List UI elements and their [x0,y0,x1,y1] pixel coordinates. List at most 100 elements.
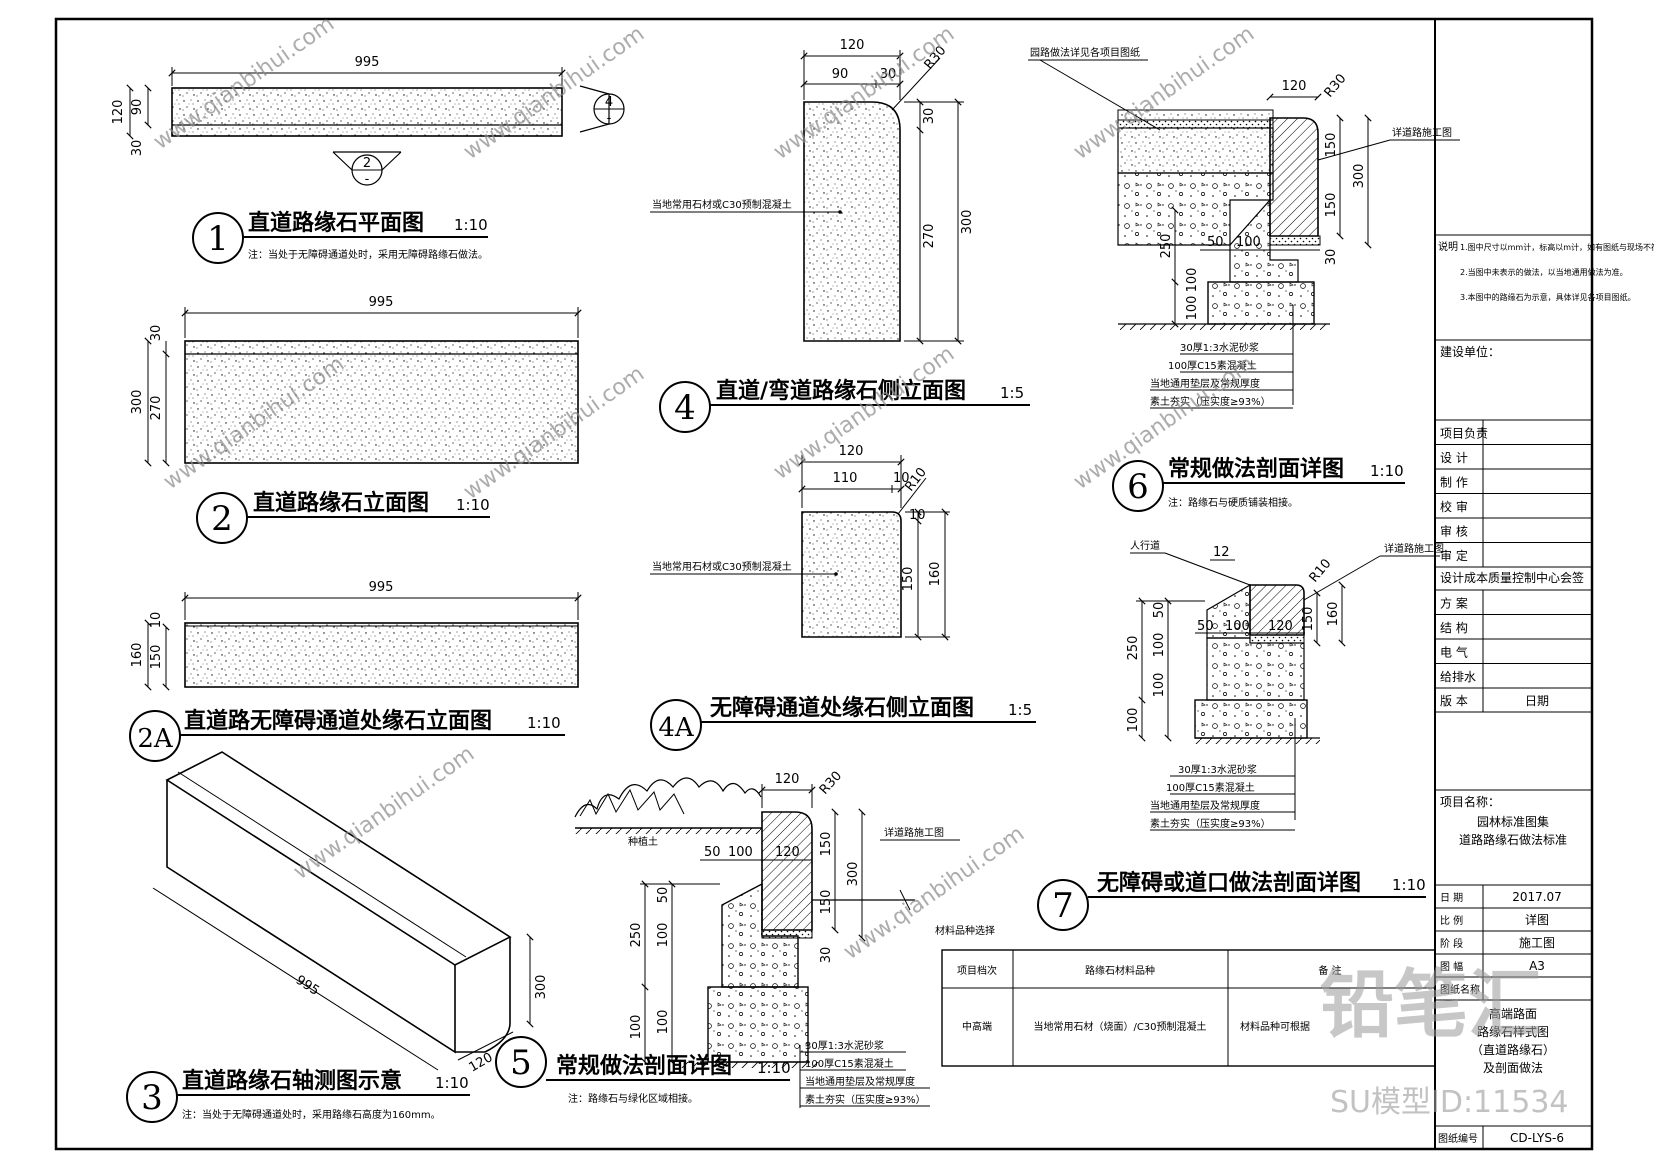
svg-text:30: 30 [819,947,834,964]
svg-text:3.本图中的路缘石为示意，具体详见各项目图纸。: 3.本图中的路缘石为示意，具体详见各项目图纸。 [1460,292,1636,302]
svg-text:5: 5 [510,1043,532,1083]
v1-scale: 1:10 [454,216,488,234]
svg-text:30: 30 [1324,249,1339,266]
svg-text:素土夯实（压实度≥93%）: 素土夯实（压实度≥93%） [1150,395,1271,408]
svg-text:300: 300 [534,975,549,1000]
svg-text:150: 150 [1324,193,1339,218]
svg-text:2A: 2A [137,724,174,754]
v1-dim-90: 90 [130,99,145,116]
info-key: 日 期 [1440,892,1463,904]
svg-text:设计成本质量控制中心会签: 设计成本质量控制中心会签 [1440,570,1584,585]
info-key: 图 幅 [1440,960,1463,973]
svg-text:50: 50 [1197,619,1214,634]
svg-text:995: 995 [369,580,394,595]
svg-text:R30: R30 [1322,71,1350,100]
view-6-section: 园路做法详见各项目图纸 120 R30 150 300 150 30 250 5… [1028,46,1460,512]
svg-text:R10: R10 [1307,556,1335,585]
v1-dim-30: 30 [130,140,145,157]
svg-text:120: 120 [775,845,800,860]
svg-text:人行道: 人行道 [1130,539,1160,552]
svg-text:300: 300 [846,862,861,887]
view-3-axonometric: 995 300 120 3 直道路缘石轴测图示意 1:10 注：当处于无障碍通道… [126,751,549,1123]
outer-frame [54,17,1594,1151]
svg-text:12: 12 [1213,545,1230,560]
svg-text:当地常用石材（烧面）/C30预制混凝土: 当地常用石材（烧面）/C30预制混凝土 [1033,1020,1206,1033]
check-label: 方 案 [1440,596,1468,611]
svg-text:160: 160 [1326,602,1341,627]
role-label: 项目负责 [1440,427,1488,441]
role-label: 审 定 [1440,548,1468,563]
v1-title: 直道路缘石平面图 [248,210,424,236]
svg-text:250: 250 [629,923,644,948]
svg-text:1:10: 1:10 [435,1074,469,1092]
svg-text:-: - [365,172,370,187]
svg-text:120: 120 [839,444,864,459]
svg-text:30厚1:3水泥砂浆: 30厚1:3水泥砂浆 [805,1039,884,1052]
svg-text:（直道路缘石）: （直道路缘石） [1471,1042,1555,1057]
svg-text:注：路缘石与硬质铺装相接。: 注：路缘石与硬质铺装相接。 [1168,496,1298,509]
svg-text:10: 10 [909,508,926,523]
view-4-side-elevation: 120 90 30 R30 30 270 300 当地常用石材或C30预制混凝土… [650,38,1030,433]
svg-text:100厚C15素混凝土: 100厚C15素混凝土 [1166,781,1255,794]
svg-text:300: 300 [130,390,145,415]
svg-text:30: 30 [880,67,897,82]
section-callout-4: 4 - [579,85,625,133]
svg-text:园林标准图集: 园林标准图集 [1477,814,1549,829]
v6-title: 常规做法剖面详图 [1168,456,1344,482]
svg-text:中高端: 中高端 [962,1020,992,1033]
svg-text:6: 6 [1127,467,1149,507]
svg-text:当地通用垫层及常规厚度: 当地通用垫层及常规厚度 [805,1075,915,1088]
drawing-number: CD-LYS-6 [1510,1131,1564,1145]
info-key: 比 例 [1440,914,1463,927]
svg-text:150: 150 [901,567,916,592]
svg-text:材料品种可根据: 材料品种可根据 [1240,1020,1310,1033]
v1-note: 注：当处于无障碍通道处时，采用无障碍路缘石做法。 [248,248,488,261]
svg-text:995: 995 [369,295,394,310]
v3-title: 直道路缘石轴测图示意 [182,1068,402,1094]
svg-text:30: 30 [922,108,937,125]
svg-text:30厚1:3水泥砂浆: 30厚1:3水泥砂浆 [1178,763,1257,776]
svg-text:90: 90 [832,67,849,82]
v4a-title: 无障碍通道处缘石侧立面图 [710,695,974,721]
info-key: 图纸名称 [1440,983,1480,996]
svg-text:120: 120 [840,38,865,53]
svg-text:7: 7 [1052,886,1074,926]
svg-text:100: 100 [629,1015,644,1040]
check-label: 结 构 [1440,620,1468,635]
svg-text:R10: R10 [902,465,930,494]
svg-text:备 注: 备 注 [1318,964,1341,977]
svg-text:100厚C15素混凝土: 100厚C15素混凝土 [1168,359,1257,372]
svg-text:材料品种选择: 材料品种选择 [935,924,995,937]
v2-title: 直道路缘石立面图 [253,490,429,516]
svg-text:-: - [607,111,612,126]
svg-text:100: 100 [1152,633,1167,658]
info-value: 施工图 [1519,936,1555,950]
svg-text:4A: 4A [658,713,695,743]
svg-text:30: 30 [149,325,164,342]
svg-text:R30: R30 [817,769,845,798]
info-value: 2017.07 [1512,890,1562,904]
svg-text:1:10: 1:10 [456,496,490,514]
svg-text:150: 150 [149,645,164,670]
svg-text:图纸编号: 图纸编号 [1438,1132,1478,1145]
svg-text:详道路施工图: 详道路施工图 [1392,126,1452,139]
svg-text:100: 100 [656,1010,671,1035]
v5-title: 常规做法剖面详图 [556,1053,732,1079]
svg-text:250: 250 [1159,234,1174,259]
svg-text:当地常用石材或C30预制混凝土: 当地常用石材或C30预制混凝土 [652,198,792,211]
svg-text:100: 100 [656,923,671,948]
v1-dim-length: 995 [355,55,380,70]
svg-text:详道路施工图: 详道路施工图 [884,826,944,839]
svg-text:300: 300 [1352,164,1367,189]
svg-text:注：当处于无障碍通道处时，采用路缘石高度为160mm。: 注：当处于无障碍通道处时，采用路缘石高度为160mm。 [182,1108,441,1121]
role-label: 审 核 [1440,524,1468,539]
svg-text:路缘石材料品种: 路缘石材料品种 [1085,964,1155,977]
svg-text:100: 100 [1185,296,1200,321]
svg-text:250: 250 [1126,636,1141,661]
svg-text:160: 160 [130,643,145,668]
svg-text:150: 150 [819,832,834,857]
svg-text:www.qianbihui.com: www.qianbihui.com [769,341,959,485]
view-1-plan: 995 120 90 30 4 - 2 - 1 直道路缘石平面图 1:10 注：… [111,55,625,264]
svg-text:100: 100 [1126,708,1141,733]
